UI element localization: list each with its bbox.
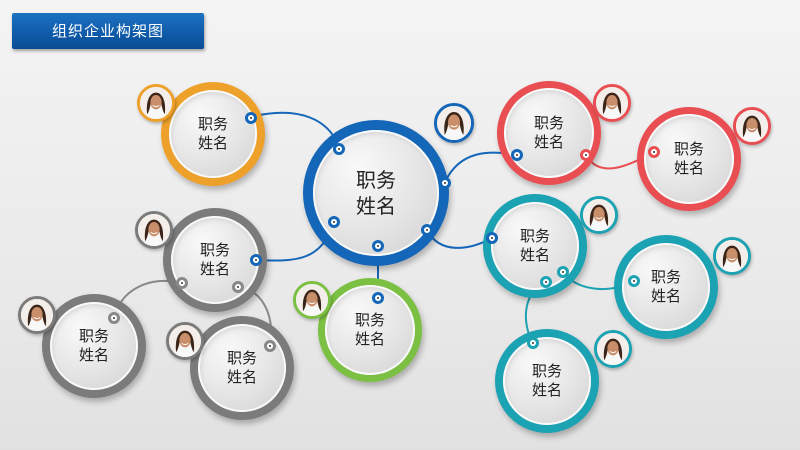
avatar-photo-icon [713,237,751,275]
avatar-photo-icon [137,84,175,122]
avatar-photo-icon [594,330,632,368]
node-role: 职务 [78,326,109,345]
node-role: 职务 [356,168,396,192]
node-name: 姓名 [673,159,704,177]
node-name: 姓名 [354,330,385,348]
connector-dot-icon [245,112,257,124]
node-name: 姓名 [356,194,396,218]
node-role: 职务 [197,114,228,133]
node-name: 姓名 [197,134,228,152]
node-role: 职务 [519,226,550,245]
node-name: 姓名 [199,260,230,278]
avatar-photo-icon [166,322,204,360]
org-node-teal3[interactable]: 职务姓名 [495,329,599,433]
avatar-photo-icon [580,196,618,234]
org-node-gray3[interactable]: 职务姓名 [190,316,294,420]
connector-dot-icon [580,149,592,161]
node-label: 职务姓名 [503,337,591,425]
connector-dot-icon [108,312,120,324]
connector-dot-icon [264,340,276,352]
org-node-green[interactable]: 职务姓名 [318,278,422,382]
avatar-photo-icon [293,281,331,319]
connector-dot-icon [486,232,498,244]
node-label: 职务姓名 [325,285,415,375]
node-label: 职务姓名 [198,324,286,412]
node-label: 职务姓名 [171,216,259,304]
node-name: 姓名 [519,246,550,264]
org-node-gray1[interactable]: 职务姓名 [163,208,267,312]
node-role: 职务 [650,267,681,286]
connector-dot-icon [176,277,188,289]
connector-dot-icon [511,149,523,161]
avatar-photo-icon [733,107,771,145]
node-name: 姓名 [226,368,257,386]
node-label: 职务姓名 [50,302,138,390]
node-role: 职务 [673,139,704,158]
org-node-red2[interactable]: 职务姓名 [637,107,741,211]
org-node-teal2[interactable]: 职务姓名 [614,235,718,339]
node-role: 职务 [226,348,257,367]
avatar-photo-icon [135,211,173,249]
page-title: 组织企业构架图 [12,13,204,49]
connector-dot-icon [372,292,384,304]
avatar-photo-icon [593,84,631,122]
node-label: 职务姓名 [313,130,439,256]
connector-dot-icon [250,254,262,266]
connector-dot-icon [540,276,552,288]
connector-dot-icon [421,224,433,236]
connector-dot-icon [232,281,244,293]
node-role: 职务 [199,240,230,259]
node-name: 姓名 [531,381,562,399]
node-label: 职务姓名 [644,114,734,204]
node-name: 姓名 [650,287,681,305]
node-name: 姓名 [78,346,109,364]
org-node-teal1[interactable]: 职务姓名 [483,194,587,298]
node-name: 姓名 [533,133,564,151]
connector-dot-icon [557,266,569,278]
avatar-photo-icon [434,103,474,143]
connector-dot-icon [648,146,660,158]
connector-dot-icon [527,337,539,349]
avatar-photo-icon [18,296,56,334]
connector-dot-icon [439,177,451,189]
node-role: 职务 [531,361,562,380]
node-role: 职务 [354,310,385,329]
connector-dot-icon [628,275,640,287]
connector-dot-icon [333,143,345,155]
org-node-red1[interactable]: 职务姓名 [497,81,601,185]
connector-dot-icon [328,216,340,228]
org-node-orange[interactable]: 职务姓名 [161,82,265,186]
node-role: 职务 [533,113,564,132]
node-label: 职务姓名 [622,243,710,331]
node-label: 职务姓名 [169,90,257,178]
org-node-gray2[interactable]: 职务姓名 [42,294,146,398]
node-label: 职务姓名 [504,88,594,178]
connector-dot-icon [372,240,384,252]
